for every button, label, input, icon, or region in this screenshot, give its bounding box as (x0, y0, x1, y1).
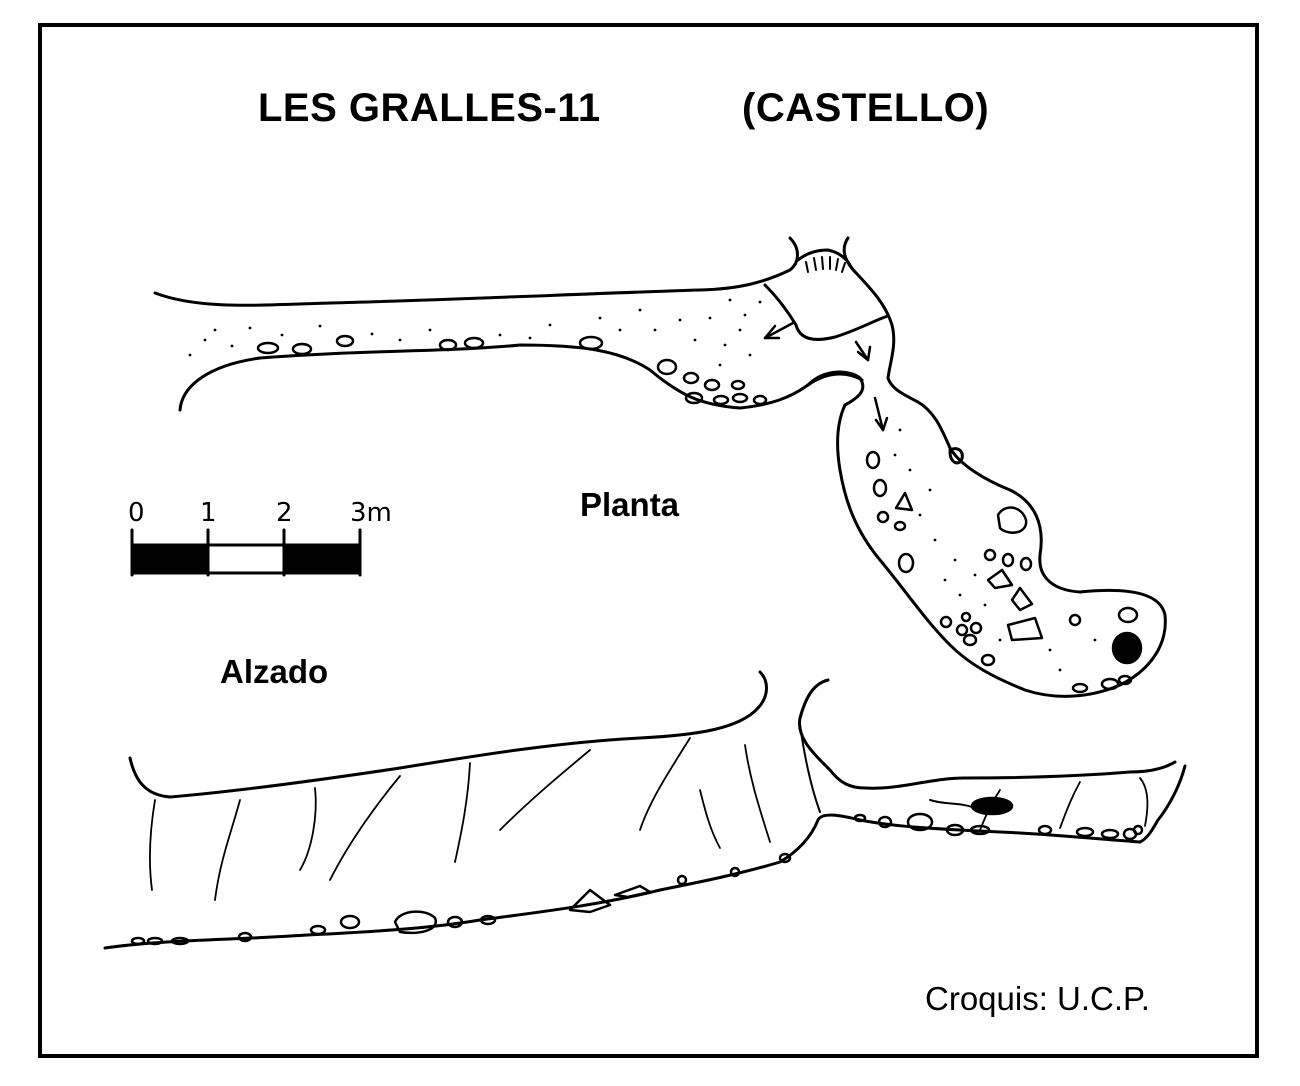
scale-tick-label: 2 (276, 498, 293, 528)
scale-segment-1-2 (208, 548, 284, 570)
scale-segment-2-3 (282, 543, 362, 575)
plan-shaft-inner-step (806, 370, 865, 407)
elev-ceiling-left (128, 670, 768, 799)
plan-pit-rim (796, 248, 852, 267)
plan-shaft-wall-right (836, 236, 1167, 698)
elev-shaft-right-wall (797, 678, 1177, 790)
plan-view (153, 236, 1167, 698)
scale-segment-0-1 (130, 543, 210, 575)
plan-blocks (256, 334, 1143, 694)
plan-side-niche (948, 447, 964, 465)
elevation-view-label: Alzado (220, 653, 329, 690)
map-frame (38, 23, 1259, 1058)
plan-pit-hachures (805, 256, 846, 273)
plan-gallery-lower-wall (178, 343, 864, 412)
map-title: LES GRALLES-11 (258, 86, 601, 130)
elev-far-end (1138, 764, 1187, 844)
map-region: (CASTELLO) (742, 86, 990, 130)
elev-ledge (929, 799, 976, 809)
scale-tick-label: 0 (128, 498, 145, 528)
survey-credit: Croquis: U.C.P. (925, 980, 1150, 1017)
elev-wall-cracks (148, 737, 1149, 901)
plan-shaft-cross-1 (763, 283, 890, 341)
elevation-view (103, 670, 1187, 950)
scale-bar (130, 528, 362, 577)
plan-sediment-dots (188, 298, 1097, 672)
scale-tick-label: 1 (200, 498, 217, 528)
elev-blocks (130, 796, 1144, 946)
plan-slope-arrows (763, 321, 889, 432)
scale-tick-label: 3m (350, 498, 392, 528)
plan-view-label: Planta (580, 486, 680, 523)
elev-pit-fall-line (799, 724, 821, 813)
plan-gallery-upper-wall (153, 236, 799, 307)
elev-floor (103, 813, 1142, 950)
